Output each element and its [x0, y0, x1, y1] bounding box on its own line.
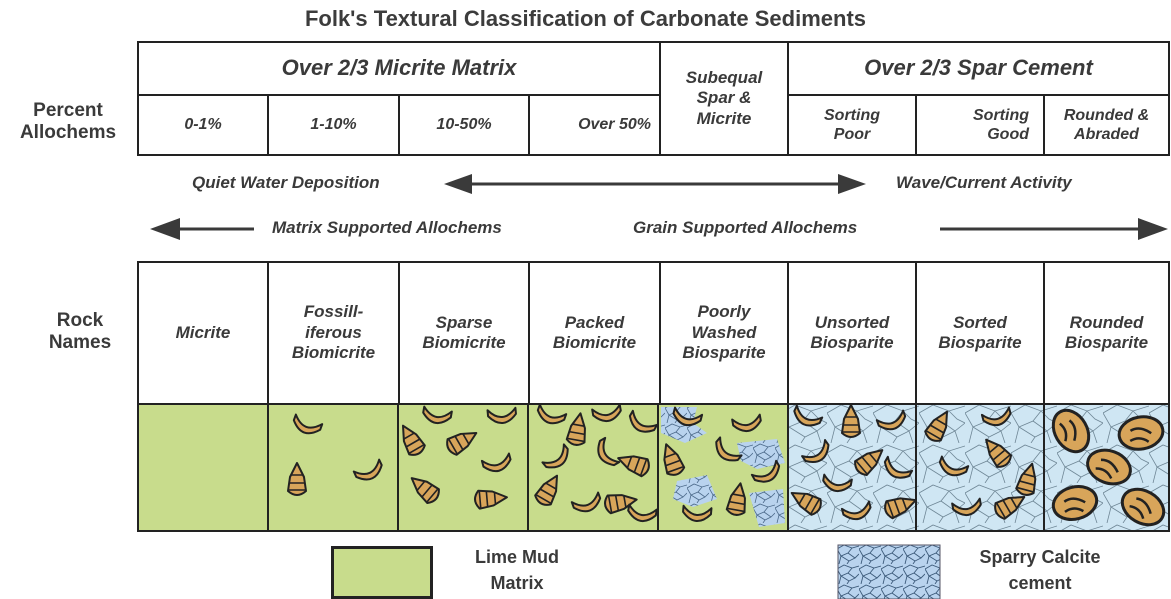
header-subequal: Subequal Spar & Micrite [659, 41, 789, 156]
rock-name-micrite: Micrite [137, 261, 269, 405]
rock-name-sparse-biomicrite: Sparse Biomicrite [398, 261, 530, 405]
rock-name-unsorted-line2: Biosparite [810, 333, 893, 353]
rock-name-fossil-line1: Fossill- [304, 302, 364, 322]
diagram-title: Folk's Textural Classification of Carbon… [0, 6, 1171, 32]
texture-panels [137, 403, 1170, 532]
legend-spar-label: Sparry Calcite cement [955, 544, 1125, 596]
rock-name-unsorted-line1: Unsorted [815, 313, 890, 333]
rock-name-sorted-line1: Sorted [953, 313, 1007, 333]
rock-name-sparse-line2: Biomicrite [422, 333, 505, 353]
sorting-poor-line2: Poor [834, 125, 870, 144]
rock-name-sorted-biosparite: Sorted Biosparite [915, 261, 1045, 405]
header-col-1-10: 1-10% [267, 94, 400, 156]
rock-name-rounded-line2: Biosparite [1065, 333, 1148, 353]
sorting-good-line1: Sorting [973, 106, 1029, 125]
subequal-line2: Spar & [697, 88, 752, 108]
header-sorting-good: Sorting Good [915, 94, 1045, 156]
panel-sparse [398, 404, 528, 531]
sorting-good-line2: Good [987, 125, 1029, 144]
sorting-poor-line1: Sorting [824, 106, 880, 125]
percent-label-line1: Percent [0, 100, 136, 122]
legend-spar-line2: cement [955, 570, 1125, 596]
header-col-over-50: Over 50% [528, 94, 661, 156]
rock-names-line2: Names [30, 332, 130, 354]
rock-name-poorly-line1: Poorly [698, 302, 751, 322]
rock-name-poorly-washed-biosparite: Poorly Washed Biosparite [659, 261, 789, 405]
wave-current-label: Wave/Current Activity [896, 173, 1072, 193]
header-col-10-50: 10-50% [398, 94, 530, 156]
header-rounded-abraded: Rounded & Abraded [1043, 94, 1170, 156]
subequal-line1: Subequal [686, 68, 763, 88]
rounded-abraded-line2: Abraded [1074, 125, 1139, 144]
double-arrow-icon [440, 170, 870, 198]
percent-allochems-label: Percent Allochems [0, 100, 136, 144]
rock-name-rounded-biosparite: Rounded Biosparite [1043, 261, 1170, 405]
legend-lime-mud-label: Lime Mud Matrix [452, 544, 582, 596]
rock-name-fossil-line2: iferous [305, 323, 362, 343]
percent-label-line2: Allochems [0, 122, 136, 144]
legend-spar-swatch [837, 544, 941, 599]
legend-lime-mud-swatch [331, 546, 433, 599]
rock-names-label: Rock Names [30, 310, 130, 354]
rock-name-poorly-line2: Washed [692, 323, 757, 343]
rock-name-rounded-line1: Rounded [1070, 313, 1144, 333]
rock-name-sorted-line2: Biosparite [938, 333, 1021, 353]
panel-micrite [138, 404, 268, 531]
header-sorting-poor: Sorting Poor [787, 94, 917, 156]
rock-name-unsorted-biosparite: Unsorted Biosparite [787, 261, 917, 405]
legend-lime-mud-line1: Lime Mud [452, 544, 582, 570]
rock-name-packed-line2: Biomicrite [553, 333, 636, 353]
quiet-water-label: Quiet Water Deposition [192, 173, 380, 193]
rock-name-packed-biomicrite: Packed Biomicrite [528, 261, 661, 405]
subequal-line3: Micrite [697, 109, 752, 129]
matrix-supported-label: Matrix Supported Allochems [272, 218, 502, 238]
legend-lime-mud-line2: Matrix [452, 570, 582, 596]
header-spar-group: Over 2/3 Spar Cement [787, 41, 1170, 96]
legend-spar-line1: Sparry Calcite [955, 544, 1125, 570]
rock-name-poorly-line3: Biosparite [682, 343, 765, 363]
right-arrow-icon [938, 215, 1170, 243]
left-arrow-icon [148, 215, 258, 243]
rock-name-fossiliferous-biomicrite: Fossill- iferous Biomicrite [267, 261, 400, 405]
rock-name-fossil-line3: Biomicrite [292, 343, 375, 363]
rock-name-packed-line1: Packed [565, 313, 625, 333]
rock-name-sparse-line1: Sparse [436, 313, 493, 333]
rounded-abraded-line1: Rounded & [1064, 106, 1149, 125]
header-micrite-group: Over 2/3 Micrite Matrix [137, 41, 661, 96]
header-col-0-1: 0-1% [137, 94, 269, 156]
rock-names-line1: Rock [30, 310, 130, 332]
rock-name-micrite-line1: Micrite [176, 323, 231, 343]
grain-supported-label: Grain Supported Allochems [633, 218, 857, 238]
